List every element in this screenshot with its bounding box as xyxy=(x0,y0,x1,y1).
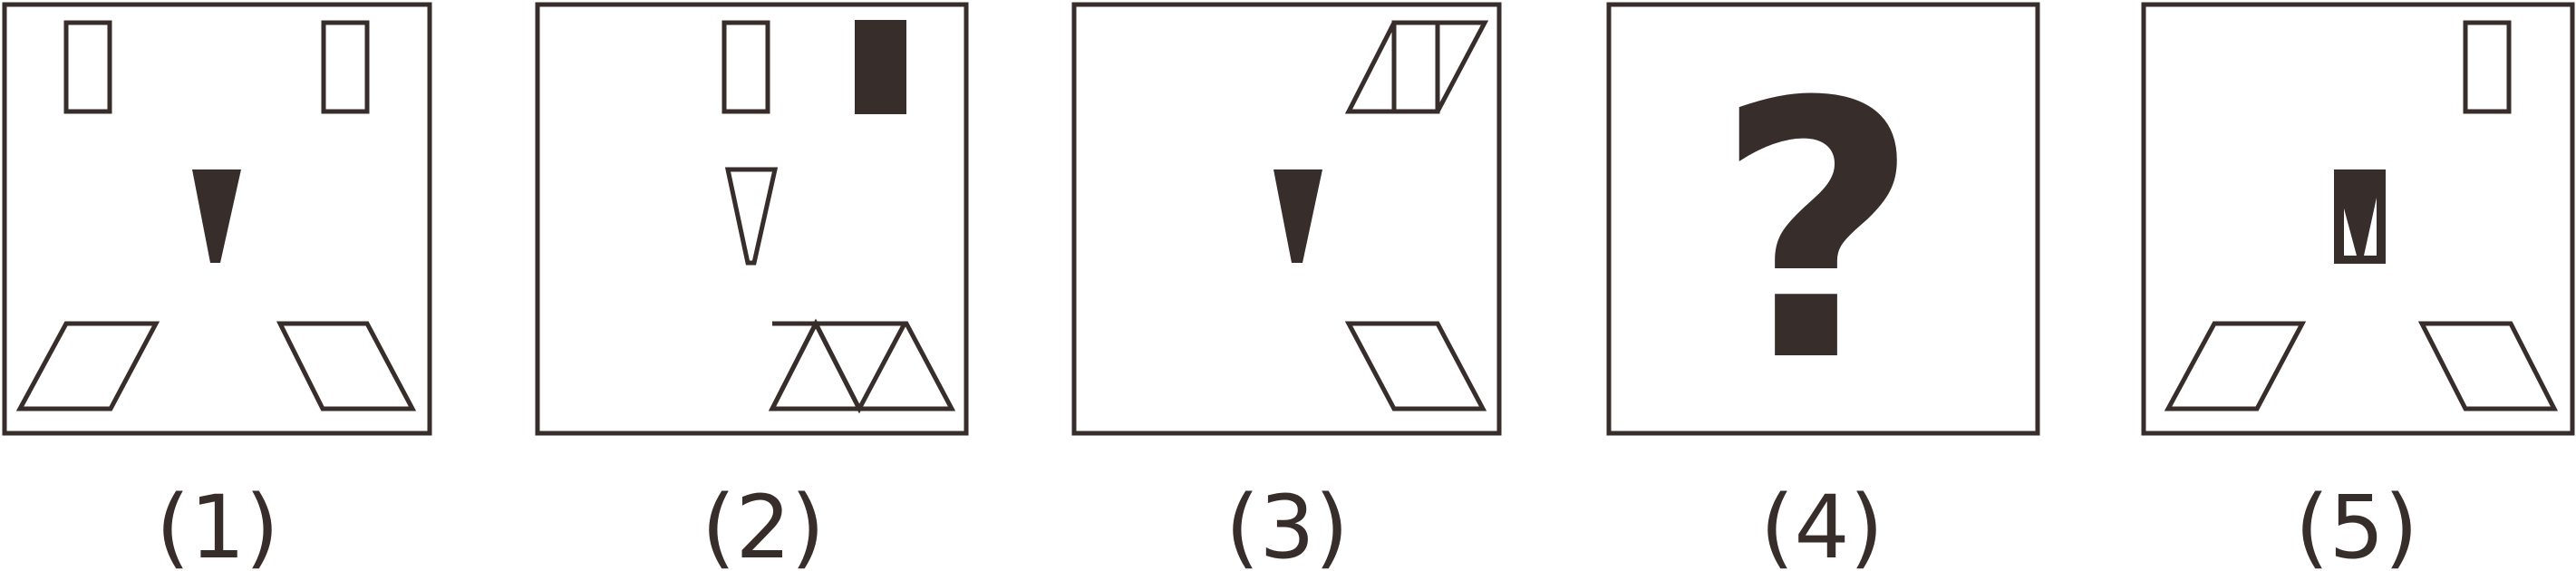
left-triangle-bottom xyxy=(768,318,864,411)
caption-panel-1: (1) xyxy=(156,477,279,571)
open-rectangle-top-right xyxy=(321,20,370,114)
panel-3-frame xyxy=(1071,2,1502,436)
solid-rectangle-center xyxy=(2334,169,2386,264)
solid-rectangle-top-right xyxy=(855,20,906,114)
parallelogram-top-right xyxy=(1344,20,1489,114)
question-mark: ? xyxy=(1715,27,1920,439)
cutout-left xyxy=(2344,208,2357,256)
panel-4-frame xyxy=(1606,2,2040,436)
panel-1-frame xyxy=(2,2,432,436)
open-trapezoid-center xyxy=(724,167,779,266)
cutout-right xyxy=(2364,198,2377,256)
caption-panel-2: (2) xyxy=(702,477,825,571)
double-parallelogram-inner-lines xyxy=(813,322,907,414)
panel-4: ? xyxy=(1606,2,2040,439)
panel-2-frame xyxy=(535,2,969,436)
parallelogram-bottom-left xyxy=(15,321,160,411)
solid-trapezoid-center xyxy=(192,169,241,263)
panel-3 xyxy=(1071,2,1502,436)
parallelogram-bottom-left xyxy=(2164,321,2307,411)
panel-5-frame xyxy=(2141,2,2575,436)
parallelogram-bottom-right xyxy=(276,321,417,411)
open-rectangle-top-left xyxy=(63,20,112,114)
open-rectangle-top-overlay xyxy=(1391,20,1440,114)
open-rectangle-top-right xyxy=(2463,20,2512,114)
caption-panel-5: (5) xyxy=(2295,477,2418,571)
caption-panel-4: (4) xyxy=(1760,477,1884,571)
parallelogram-bottom-right xyxy=(2417,321,2559,411)
double-parallelogram-bottom xyxy=(768,321,956,411)
caption-panel-3: (3) xyxy=(1225,477,1349,571)
solid-trapezoid-center xyxy=(1273,169,1322,263)
panel-1 xyxy=(2,2,432,436)
panel-2 xyxy=(535,2,969,436)
panel-5 xyxy=(2141,2,2575,436)
open-rectangle-top-left xyxy=(721,20,770,114)
parallelogram-bottom-right xyxy=(1344,321,1487,411)
